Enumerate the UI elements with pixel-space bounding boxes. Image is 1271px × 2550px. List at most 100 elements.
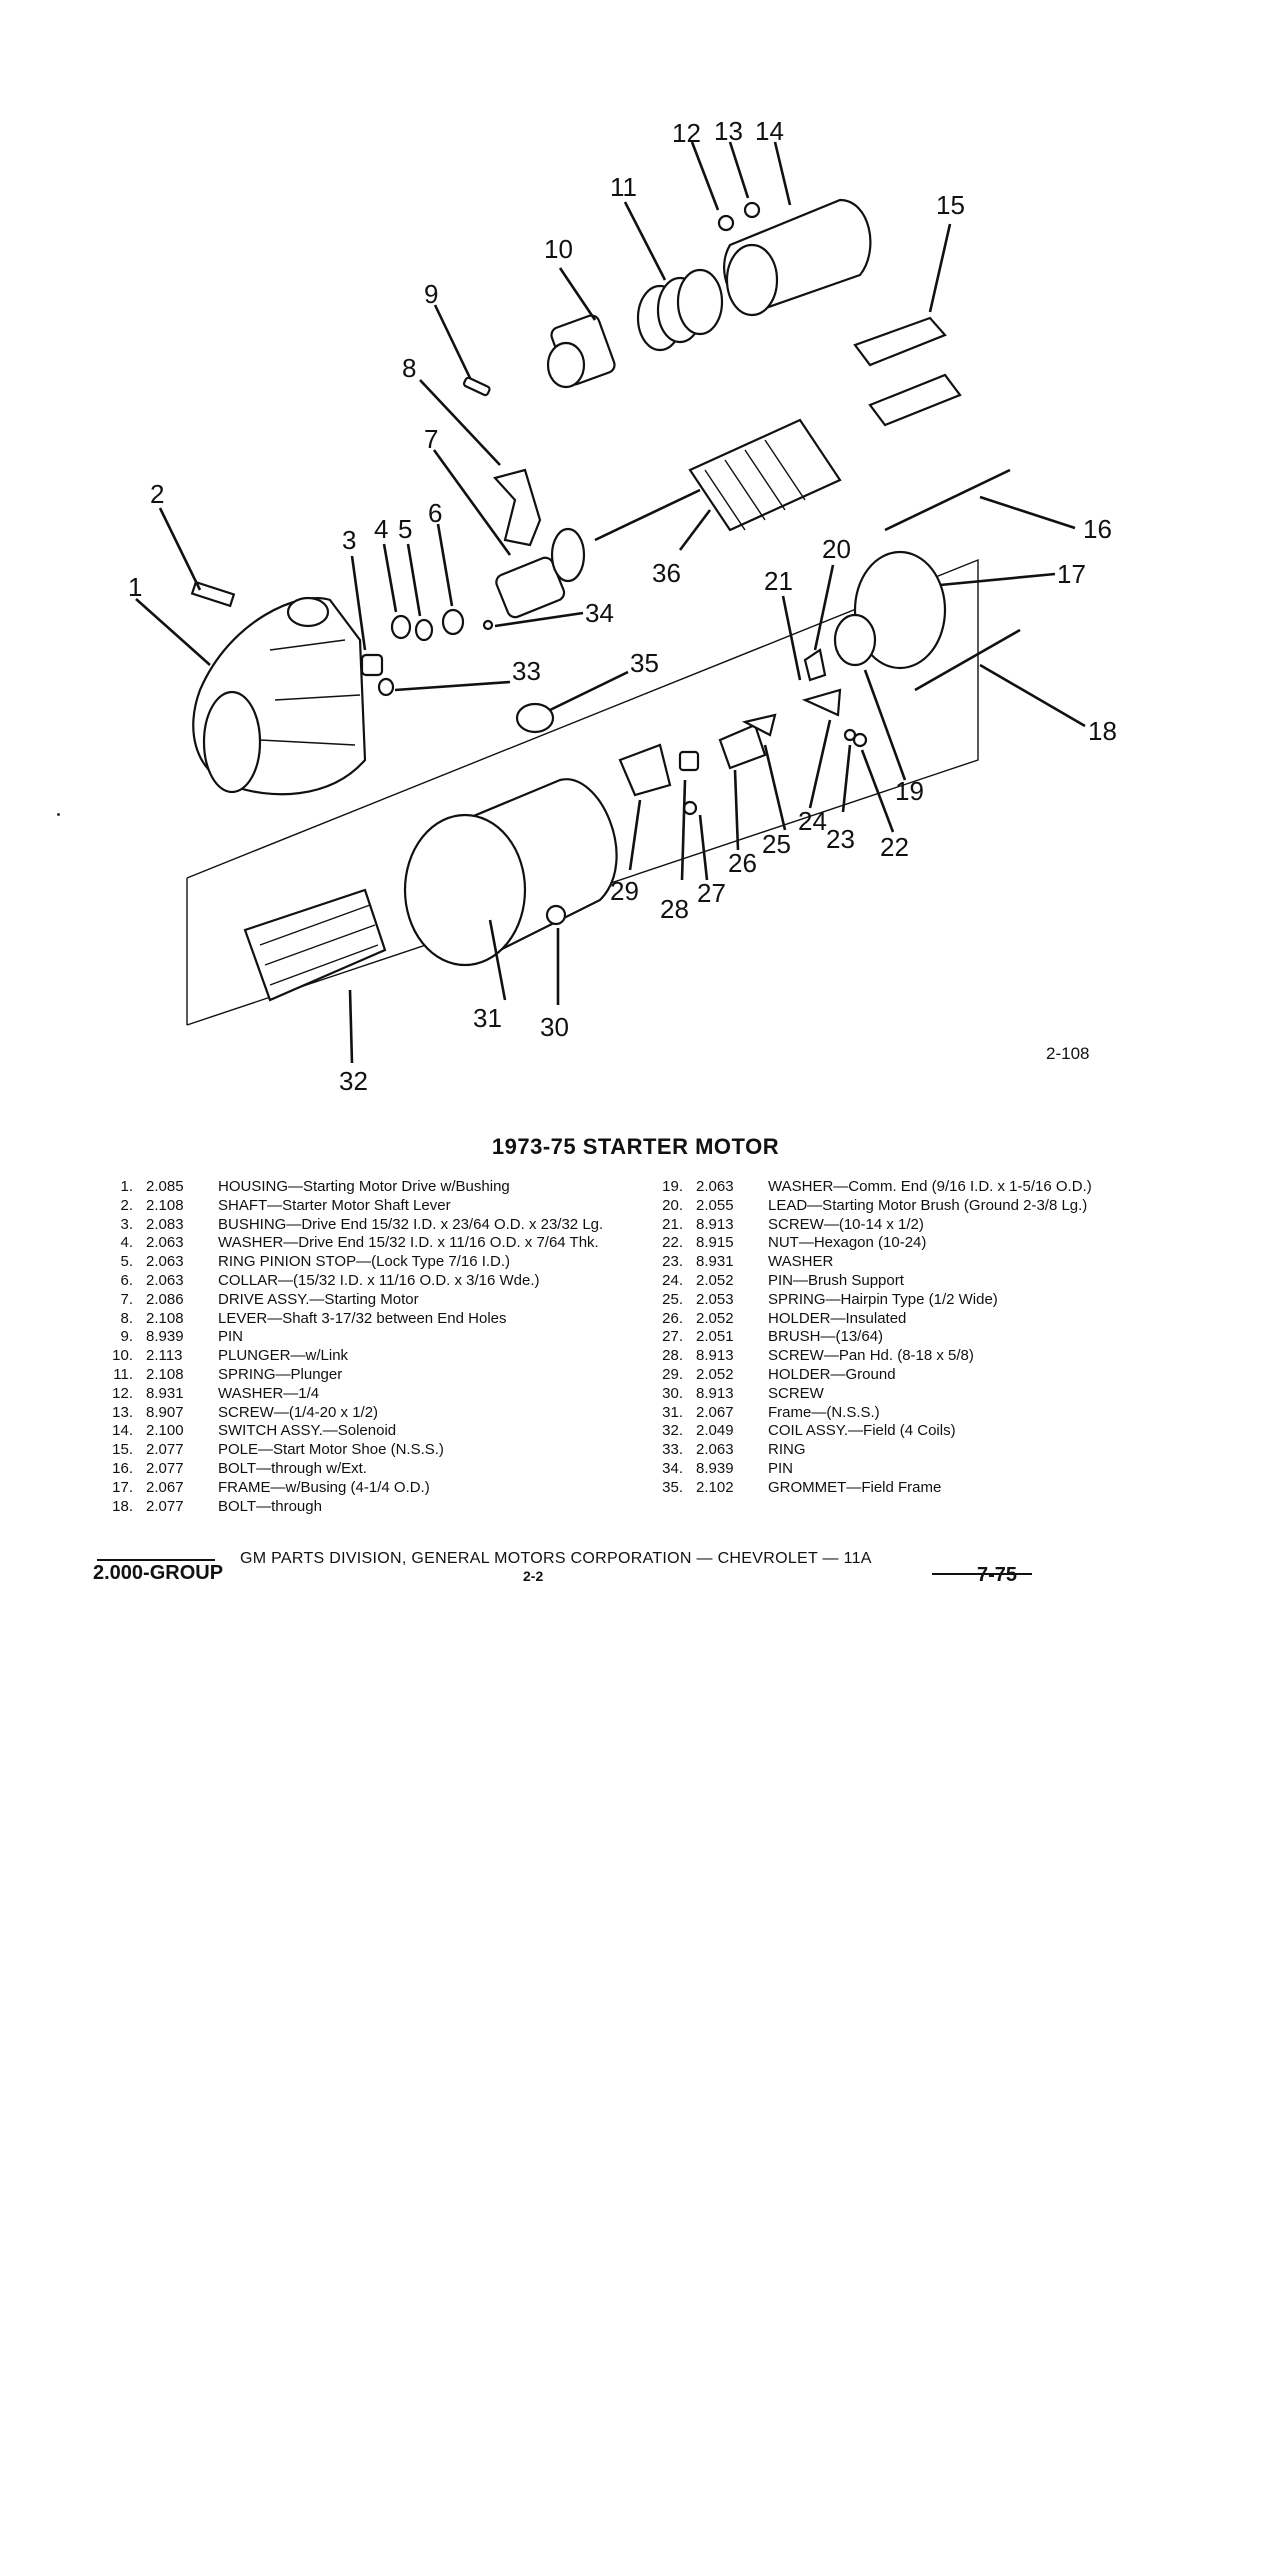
part-description: BRUSH—(13/64) [768,1328,884,1346]
part-group-code: 2.108 [146,1309,184,1327]
part-group-code: 8.931 [696,1253,734,1271]
part-number: 14. [112,1422,133,1440]
callout-13: 13 [714,116,743,146]
part-number: 29. [662,1365,683,1383]
part-description: SCREW—Pan Hd. (8-18 x 5/8) [768,1347,974,1365]
callout-26: 26 [728,848,757,878]
part-group-code: 2.051 [696,1328,734,1346]
part-group-code: 2.063 [146,1253,184,1271]
part-description: Frame—(N.S.S.) [768,1403,880,1421]
part-number: 22. [662,1234,683,1252]
callout-16: 16 [1083,514,1112,544]
pole-shoe-part-2 [868,373,962,427]
part-group-code: 2.067 [696,1403,734,1421]
part-description: HOUSING—Starting Motor Drive w/Bushing [218,1178,510,1195]
part-number: 15. [112,1441,133,1459]
part-group-code: 2.083 [146,1215,184,1233]
part-number: 25. [662,1290,683,1308]
figure-reference: 2-108 [1046,1044,1089,1063]
part-description: WASHER—Drive End 15/32 I.D. x 11/16 O.D.… [218,1234,599,1252]
footer-group: 2.000-GROUP [93,1562,224,1584]
grommet-part [515,702,555,734]
part-description: FRAME—w/Busing (4-1/4 O.D.) [218,1478,430,1496]
part-description: RING PINION STOP—(Lock Type 7/16 I.D.) [218,1253,511,1271]
pin-part [462,376,491,397]
part-number: 13. [112,1403,133,1421]
lock-washer-part [843,728,857,742]
pan-screw-part [682,800,698,816]
pin-small-part [482,619,494,631]
part-group-code: 8.907 [146,1403,184,1421]
callout-3: 3 [342,525,356,555]
part-number: 5. [120,1253,133,1271]
exploded-parts-diagram: 1 2 3 4 5 6 7 8 9 10 11 12 13 14 15 16 1… [128,116,1117,1096]
part-description: SPRING—Hairpin Type (1/2 Wide) [768,1290,998,1308]
part-group-code: 2.113 [146,1347,183,1365]
part-number: 30. [662,1384,683,1402]
callout-20: 20 [822,534,851,564]
part-description: WASHER—1/4 [218,1384,320,1402]
ring-pinion-stop-part [414,618,434,642]
part-description: SCREW—(1/4-20 x 1/2) [218,1403,379,1421]
callout-19: 19 [895,776,924,806]
part-group-code: 8.913 [696,1347,734,1365]
part-group-code: 8.913 [696,1215,734,1233]
part-number: 33. [662,1441,683,1459]
part-number: 19. [662,1178,683,1195]
callout-31: 31 [473,1003,502,1033]
callout-18: 18 [1088,716,1117,746]
part-number: 7. [120,1290,133,1308]
callout-12: 12 [672,118,701,148]
part-number: 10. [112,1347,133,1365]
callout-27: 27 [697,878,726,908]
shaft-part [190,580,236,608]
callout-29: 29 [610,876,639,906]
part-group-code: 2.063 [696,1178,734,1195]
part-group-code: 2.077 [146,1459,184,1477]
part-group-code: 2.063 [146,1234,184,1252]
parts-list-row: 29. 2.052 HOLDER—Ground [650,1366,1092,1385]
ring-part [377,677,395,697]
part-description: RING [768,1441,806,1459]
stray-mark [57,813,60,816]
ground-holder-part [618,743,672,797]
through-bolt-part [914,628,1021,692]
part-description: LEAD—Starting Motor Brush (Ground 2-3/8 … [768,1196,1088,1214]
part-number: 2. [120,1196,133,1214]
callout-14: 14 [755,116,784,146]
callout-33: 33 [512,656,541,686]
callout-4: 4 [374,514,388,544]
part-description: POLE—Start Motor Shoe (N.S.S.) [218,1441,444,1459]
screw-small-part [743,201,761,219]
part-number: 32. [662,1422,683,1440]
field-coil-part [243,888,387,1002]
callout-6: 6 [428,498,442,528]
part-description: HOLDER—Ground [768,1365,896,1383]
part-group-code: 2.085 [146,1178,184,1195]
part-description: COLLAR—(15/32 I.D. x 11/16 O.D. x 3/16 W… [218,1271,540,1289]
brush-support-pin-part [801,688,842,717]
screw-part [545,904,567,926]
insulated-holder-part [718,723,767,770]
part-description: PIN—Brush Support [768,1271,904,1289]
callout-10: 10 [544,234,573,264]
callout-22: 22 [880,832,909,862]
part-number: 28. [662,1347,683,1365]
callout-36: 36 [652,558,681,588]
bushing-part [360,653,384,677]
part-group-code: 2.052 [696,1365,734,1383]
